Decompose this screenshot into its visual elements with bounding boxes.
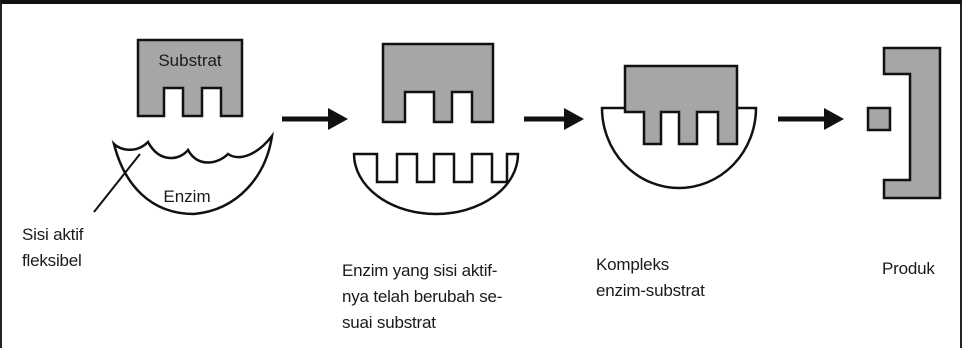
caption-induced-fit: Enzim yang sisi aktif- nya telah berubah… [342,258,502,336]
caption-active-site-line-2: fleksibel [22,251,82,270]
product-small-square [866,106,892,132]
enzyme-label: Enzim [163,187,210,206]
caption-complex-line-1: Kompleks [596,255,670,274]
enzyme-mechanism-diagram: Substrat Enzim [93,38,942,216]
caption-induced-fit-line-2: nya telah berubah se- [342,287,503,306]
substrate-complex-3 [623,64,739,146]
caption-induced-fit-line-3: suai substrat [342,313,436,332]
substrate-block-1 [136,38,244,118]
caption-complex-line-2: enzim-substrat [596,281,705,300]
caption-induced-fit-line-1: Enzim yang sisi aktif- [342,261,498,280]
arrow-3-head [824,108,844,130]
enzyme-induced-fit-2 [352,152,520,216]
caption-product: Produk [882,256,935,282]
enzyme-flexible-1 [111,131,274,216]
caption-product-line-1: Produk [882,259,935,278]
substrate-block-2 [381,42,495,124]
caption-active-site-line-1: Sisi aktif [22,225,84,244]
arrow-2-head [564,108,584,130]
active-site-pointer [93,153,141,213]
caption-active-site: Sisi aktif fleksibel [22,222,83,274]
caption-complex: Kompleks enzim-substrat [596,252,705,304]
arrow-1-head [328,108,348,130]
product-bracket-piece [882,46,942,200]
substrate-label: Substrat [158,51,222,70]
